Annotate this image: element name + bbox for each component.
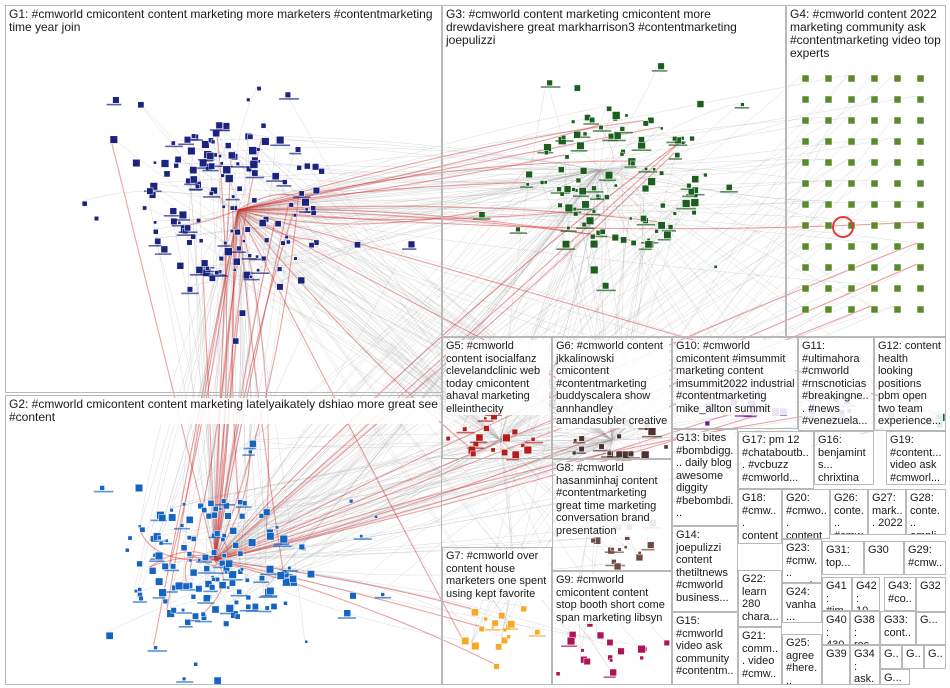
group-label-g46: G...: [920, 614, 943, 627]
group-panel-g17: G17: pm 12 #chataboutb... #vcbuzz #cmwor…: [738, 431, 814, 489]
group-label-g41: G41: #im...: [826, 580, 849, 611]
group-panel-g18: G18: #cmw... content togeth... marke...: [738, 489, 782, 544]
group-panel-g12: G12: content health looking positions pb…: [874, 337, 946, 431]
group-panel-g40: G40: 430...: [822, 611, 850, 645]
group-label-g43: G43: #co...: [888, 580, 913, 611]
group-panel-g7: G7: #cmworld over content house marketer…: [442, 547, 552, 685]
group-panel-g21: G21: comm... video #cmw...: [738, 627, 782, 685]
group-label-g12: G12: content health looking positions pb…: [878, 340, 943, 428]
group-panel-g19: G19: #content... video ask #cmworl...: [886, 431, 946, 485]
group-panel-g26: G26: conte... #cmw...: [830, 489, 868, 535]
group-label-g6: G6: #cmworld content jkkalinowski cmicon…: [556, 340, 669, 428]
group-panel-g2: G2: #cmworld cmicontent content marketin…: [5, 395, 442, 685]
group-panel-g23: G23: #cmw... speak...: [782, 539, 822, 583]
group-label-g28: G28: conte... ampli...: [910, 492, 943, 535]
group-label-g45: G...: [884, 672, 907, 685]
group-panel-g30: G30: [864, 541, 904, 575]
group-label-g5: G5: #cmworld content isocialfanz clevela…: [446, 340, 549, 415]
group-label-g19: G19: #content... video ask #cmworl...: [890, 434, 943, 484]
group-panel-g16: G16: benjamints... chrixtina cbarrows...: [814, 431, 874, 485]
group-label-g37: G...: [928, 648, 943, 669]
group-label-g3: G3: #cmworld content marketing cmiconten…: [446, 8, 783, 47]
group-label-g27: G27: mark... 2022: [872, 492, 903, 530]
group-panel-g37: G...: [924, 645, 946, 669]
group-label-g10: G10: #cmworld cmicontent #imsummit marke…: [676, 340, 795, 415]
group-panel-g29: G29: #cmw...: [904, 541, 946, 575]
group-panel-g25: G25: agree #here...: [782, 634, 822, 685]
group-label-g15: G15: #cmworld video ask community #conte…: [676, 615, 735, 685]
group-panel-g22: G22: learn 280 chara...: [738, 570, 782, 627]
group-panel-g13: G13: bites #bombdigg... daily blog aweso…: [672, 429, 738, 526]
group-panel-g41: G41: #im...: [822, 577, 852, 611]
group-label-g40: G40: 430...: [826, 614, 847, 645]
group-label-g4: G4: #cmworld content 2022 marketing comm…: [790, 8, 943, 60]
group-label-g13: G13: bites #bombdigg... daily blog aweso…: [676, 432, 735, 520]
group-label-g26: G26: conte... #cmw...: [834, 492, 865, 535]
group-label-g11: G11: #ultimahora #cmworld #rnscnoticias …: [802, 340, 871, 428]
group-label-g16: G16: benjamints... chrixtina cbarrows...: [818, 434, 871, 485]
group-label-g31: G31: top...: [826, 544, 861, 569]
group-label-g34: G34: ask...: [854, 648, 877, 685]
group-panel-g43: G43: #co...: [884, 577, 916, 611]
group-label-g21: G21: comm... video #cmw...: [742, 630, 779, 685]
group-panel-g10: G10: #cmworld cmicontent #imsummit marke…: [672, 337, 798, 429]
group-panel-g1: G1: #cmworld cmicontent content marketin…: [5, 5, 442, 393]
group-panel-g27: G27: mark... 2022: [868, 489, 906, 535]
group-panel-g32: G32: [916, 577, 946, 613]
group-label-g33: G33: cont...: [884, 614, 913, 645]
group-panel-g4: G4: #cmworld content 2022 marketing comm…: [786, 5, 946, 337]
group-panel-g34: G34: ask...: [850, 645, 880, 685]
node-label-mark: [506, 459, 519, 461]
group-label-g18: G18: #cmw... content togeth... marke...: [742, 492, 779, 544]
group-panel-g6: G6: #cmworld content jkkalinowski cmicon…: [552, 337, 672, 459]
group-panel-g20: G20: #cmwo... content years...: [782, 489, 830, 539]
group-label-g14: G14: joepulizzi content thetiltnews #cmw…: [676, 529, 735, 604]
group-label-g35: G...: [884, 648, 899, 669]
group-panel-g33: G33: cont...: [880, 611, 916, 645]
group-label-g23: G23: #cmw... speak...: [786, 542, 819, 583]
group-panel-g31: G31: top...: [822, 541, 864, 575]
group-label-g22: G22: learn 280 chara...: [742, 573, 779, 623]
group-panel-g38: G38: res...: [850, 611, 880, 645]
group-panel-g11: G11: #ultimahora #cmworld #rnscnoticias …: [798, 337, 874, 431]
group-label-g1: G1: #cmworld cmicontent content marketin…: [9, 8, 439, 34]
group-panel-g5: G5: #cmworld content isocialfanz clevela…: [442, 337, 552, 459]
group-label-g17: G17: pm 12 #chataboutb... #vcbuzz #cmwor…: [742, 434, 811, 484]
group-label-g29: G29: #cmw...: [908, 544, 943, 575]
group-label-g36: G...: [906, 648, 921, 669]
group-panel-g9: G9: #cmworld cmicontent content stop boo…: [552, 571, 672, 685]
group-panel-g3: G3: #cmworld content marketing cmiconten…: [442, 5, 786, 337]
group-panel-g35: G...: [880, 645, 902, 669]
group-label-g39: G39: [826, 648, 847, 661]
group-panel-g39: G39: [822, 645, 850, 685]
group-label-g30: G30: [868, 544, 901, 557]
group-label-g42: G42: 10...: [856, 580, 877, 611]
group-panel-g14: G14: joepulizzi content thetiltnews #cmw…: [672, 526, 738, 612]
group-label-g24: G24: vanha... party...: [786, 586, 819, 623]
group-label-g25: G25: agree #here...: [786, 637, 819, 685]
group-label-g8: G8: #cmworld hasanminhaj content #conten…: [556, 462, 669, 537]
group-label-g20: G20: #cmwo... content years...: [786, 492, 827, 539]
group-label-g32: G32: [920, 580, 943, 593]
group-panel-g28: G28: conte... ampli...: [906, 489, 946, 535]
group-panel-g36: G...: [902, 645, 924, 669]
group-label-g38: G38: res...: [854, 614, 877, 645]
group-panel-g24: G24: vanha... party...: [782, 583, 822, 623]
group-panel-g45: G...: [880, 669, 910, 685]
group-panel-g46: G...: [916, 611, 946, 645]
group-panel-g8: G8: #cmworld hasanminhaj content #conten…: [552, 459, 672, 571]
group-label-g2: G2: #cmworld cmicontent content marketin…: [9, 398, 439, 424]
group-panel-g15: G15: #cmworld video ask community #conte…: [672, 612, 738, 685]
group-panel-g42: G42: 10...: [852, 577, 880, 611]
group-label-g7: G7: #cmworld over content house marketer…: [446, 550, 549, 600]
group-label-g9: G9: #cmworld cmicontent content stop boo…: [556, 574, 669, 624]
